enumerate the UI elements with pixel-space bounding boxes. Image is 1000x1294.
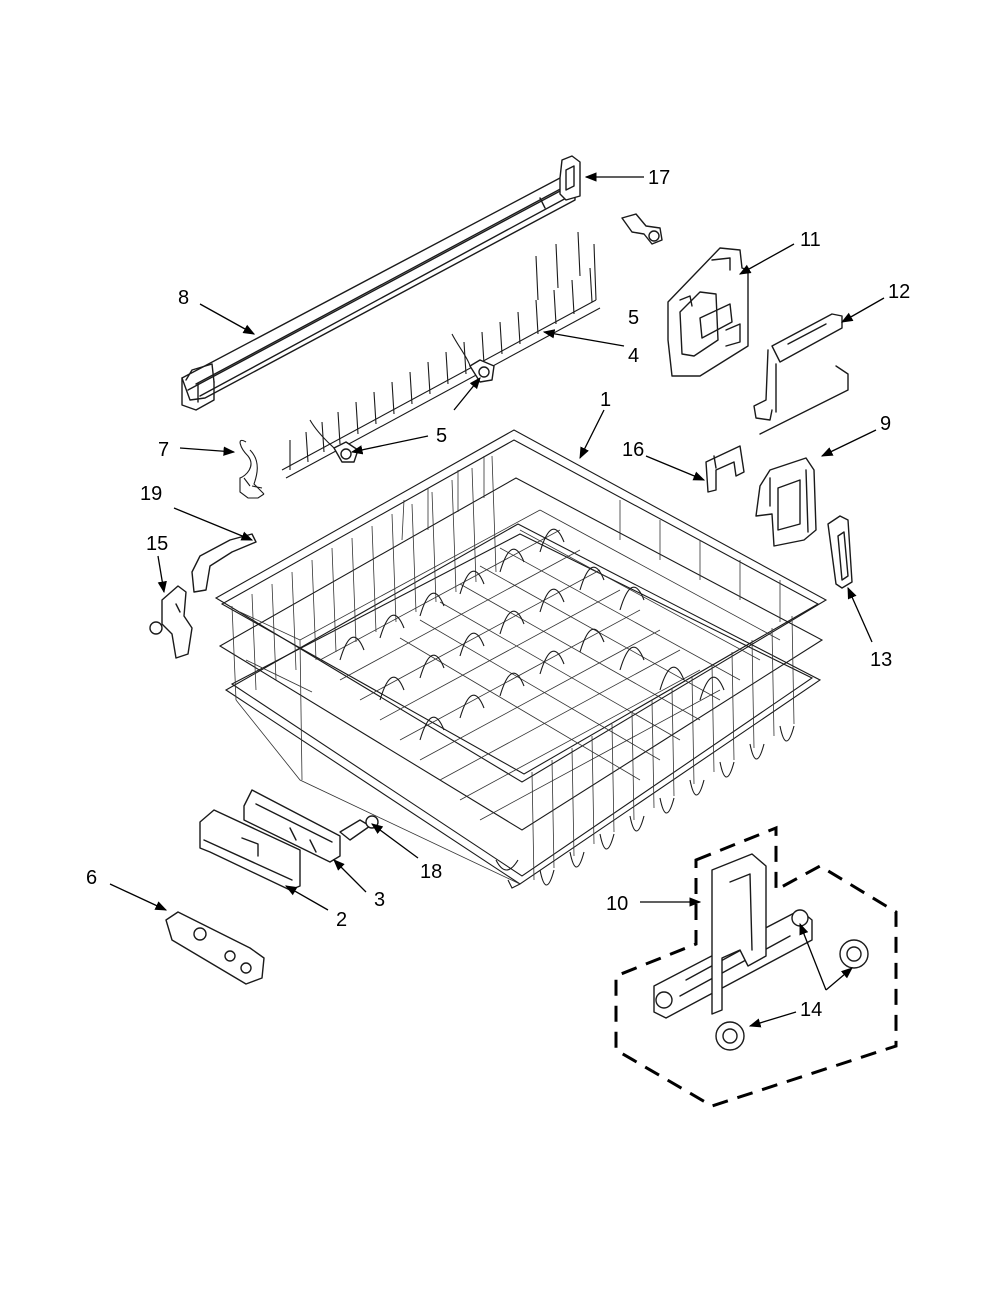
callout-3: 3 <box>374 889 385 911</box>
callout-7: 7 <box>158 439 169 461</box>
callout-18: 18 <box>420 861 442 883</box>
callout-4: 4 <box>628 345 639 367</box>
callout-13: 13 <box>870 649 892 671</box>
leader-lines <box>109 172 885 1028</box>
callout-17: 17 <box>648 167 670 189</box>
part-8-rail <box>181 177 576 411</box>
callout-5-upper: 5 <box>628 307 639 329</box>
callout-2: 2 <box>336 909 347 931</box>
part-3-handle <box>243 789 341 863</box>
callout-19: 19 <box>140 483 162 505</box>
part-13-lever <box>827 515 853 589</box>
callout-10: 10 <box>606 893 628 915</box>
callout-12: 12 <box>888 281 910 303</box>
part-12-slide <box>753 313 849 435</box>
callout-1: 1 <box>600 389 611 411</box>
part-7-spring <box>239 439 265 499</box>
callout-11: 11 <box>800 229 821 251</box>
part-18-pin <box>339 815 379 841</box>
part-9-carrier <box>755 457 817 547</box>
callout-5-lower: 5 <box>436 425 447 447</box>
part-6-end-cap <box>165 911 265 985</box>
part-5-clip-on-tines <box>309 333 495 463</box>
part-15-hinge <box>149 585 193 659</box>
callout-6: 6 <box>86 867 97 889</box>
callout-9: 9 <box>880 413 891 435</box>
part-17-clip <box>559 155 581 201</box>
callout-8: 8 <box>178 287 189 309</box>
callout-16: 16 <box>622 439 644 461</box>
callout-14: 14 <box>800 999 822 1021</box>
part-10-adjuster <box>614 825 898 1108</box>
part-1-rack-basket <box>214 429 828 889</box>
callout-labels: 17 8 5 4 11 12 1 5 7 16 9 19 15 13 18 3 … <box>86 167 910 1021</box>
part-11-bracket <box>667 247 749 377</box>
part-16-clip <box>705 445 745 493</box>
part-19-bumper <box>191 533 257 593</box>
part-5-clip-upper <box>621 213 663 245</box>
part-14-wheels <box>715 939 869 1051</box>
callout-15: 15 <box>146 533 168 555</box>
